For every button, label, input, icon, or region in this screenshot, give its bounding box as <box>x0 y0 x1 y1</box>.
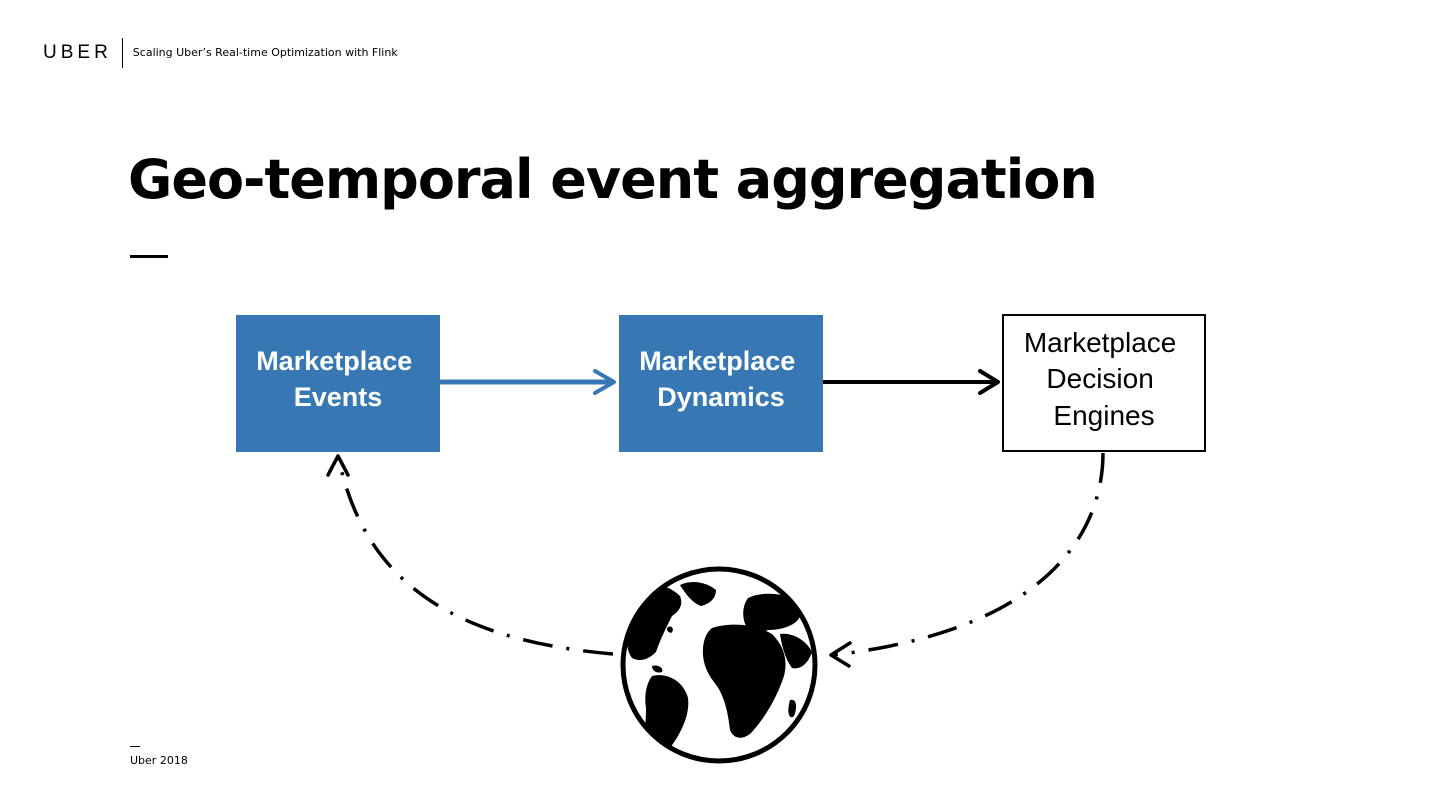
node-dynamics-line-2: Dynamics <box>657 382 785 412</box>
globe-icon <box>620 566 818 764</box>
slide-header: UBER Scaling Uber’s Real-time Optimizati… <box>43 38 398 68</box>
node-events-line-1: Marketplace <box>256 346 412 376</box>
edge-world-to-events <box>326 454 614 656</box>
node-events-line-2: Events <box>294 382 383 412</box>
node-dynamics-line-1: Marketplace <box>639 346 795 376</box>
node-decision-engines-box <box>1002 314 1206 452</box>
footer-dash <box>130 746 140 747</box>
node-marketplace-dynamics: Marketplace Dynamics <box>619 315 823 452</box>
node-marketplace-decision-engines: Marketplace Decision Engines <box>1002 314 1206 452</box>
node-engines-line-2: Decision <box>1046 363 1153 394</box>
uber-logo: UBER <box>43 42 112 63</box>
edge-events-to-dynamics <box>440 369 616 395</box>
edge-engines-to-world <box>829 452 1105 668</box>
node-marketplace-dynamics-label: Marketplace Dynamics <box>639 346 803 412</box>
node-engines-line-3: Engines <box>1053 400 1154 431</box>
footer-text: Uber 2018 <box>130 754 188 767</box>
header-subtitle: Scaling Uber’s Real-time Optimization wi… <box>132 46 398 59</box>
slide-title: Geo-temporal event aggregation <box>128 148 1098 211</box>
node-decision-engines-label: Marketplace Decision Engines <box>1024 327 1184 431</box>
node-marketplace-events-label: Marketplace Events <box>256 346 420 412</box>
node-marketplace-events: Marketplace Events <box>236 315 440 452</box>
node-marketplace-dynamics-box <box>619 315 823 452</box>
node-engines-line-1: Marketplace <box>1024 327 1177 358</box>
edge-dynamics-to-engines <box>823 369 1000 395</box>
title-underline <box>130 255 168 258</box>
header-divider <box>121 38 123 68</box>
node-marketplace-events-box <box>236 315 440 452</box>
